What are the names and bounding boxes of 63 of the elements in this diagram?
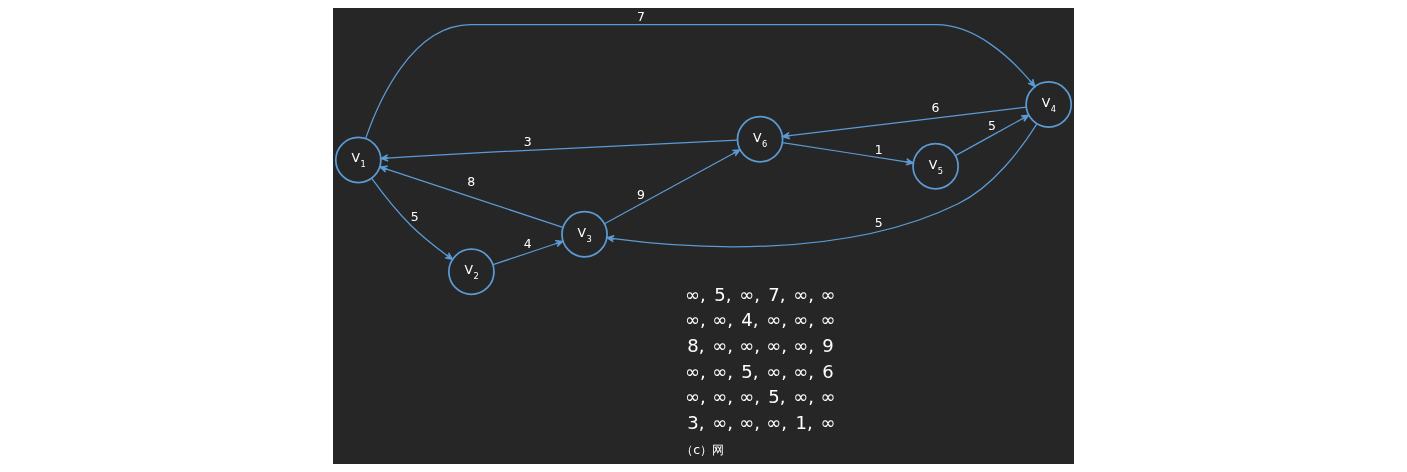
edge-label: 8	[467, 173, 476, 189]
edge-label: 5	[874, 214, 883, 230]
label: ∞,	[685, 309, 706, 331]
label: ∞,	[793, 309, 815, 331]
label: ∞,	[739, 335, 760, 357]
label: 4,	[741, 309, 759, 331]
label: ∞,	[685, 386, 706, 408]
label: ∞,	[793, 335, 815, 357]
node-circle: V$_{6}$	[736, 115, 784, 163]
label: 5,	[714, 283, 732, 305]
label: ∞,	[685, 283, 706, 305]
label: ∞,	[712, 412, 733, 434]
label: ∞,	[739, 412, 760, 434]
label: ∞	[820, 309, 836, 331]
label: ∞,	[739, 386, 760, 408]
arrow	[954, 114, 1030, 157]
label: 5,	[741, 360, 759, 382]
label: 3,	[687, 412, 705, 434]
label: ∞,	[766, 412, 788, 434]
label: ∞,	[712, 335, 733, 357]
label: ∞	[820, 412, 836, 434]
label: ∞,	[793, 360, 815, 382]
arrow	[603, 149, 741, 225]
node-circle: V$_{1}$	[334, 136, 382, 184]
arrow	[365, 24, 1036, 140]
label: 9	[822, 335, 834, 357]
label: 5,	[768, 386, 786, 408]
edge-label: 4	[523, 235, 532, 251]
node-circle: V$_{3}$	[561, 210, 608, 258]
label: ∞,	[793, 386, 815, 408]
edge-label: 1	[874, 142, 883, 158]
label: ∞,	[766, 360, 788, 382]
node-circle: V$_{4}$	[1025, 81, 1073, 128]
edge-label: 3	[523, 134, 532, 150]
edge-label: 5	[987, 117, 996, 133]
label: ∞,	[766, 335, 788, 357]
node-circle: V$_{5}$	[912, 142, 959, 190]
arrow	[781, 106, 1027, 140]
label: ∞,	[712, 386, 733, 408]
label: ∞,	[712, 360, 733, 382]
edge-label: 6	[931, 100, 940, 116]
label: 6	[822, 360, 834, 382]
label: 7,	[768, 283, 786, 305]
label: ∞,	[739, 283, 760, 305]
arrow	[380, 139, 738, 162]
arrow	[492, 239, 564, 266]
label: ∞,	[685, 360, 706, 382]
arrow	[606, 123, 1038, 248]
edge-label: 5	[410, 209, 419, 225]
label: ∞,	[793, 283, 815, 305]
arrow	[371, 177, 454, 260]
caption: （c）网	[681, 442, 725, 458]
label: 1,	[795, 412, 813, 434]
edge-label: 7	[636, 8, 645, 24]
label: ∞,	[766, 309, 788, 331]
label: ∞	[820, 283, 836, 305]
label: ∞,	[712, 309, 733, 331]
arrow	[379, 165, 564, 228]
label: 8,	[687, 335, 705, 357]
edge-label: 9	[636, 187, 645, 203]
label: ∞	[820, 386, 836, 408]
node-circle: V$_{2}$	[448, 248, 495, 296]
arrow	[781, 141, 914, 166]
